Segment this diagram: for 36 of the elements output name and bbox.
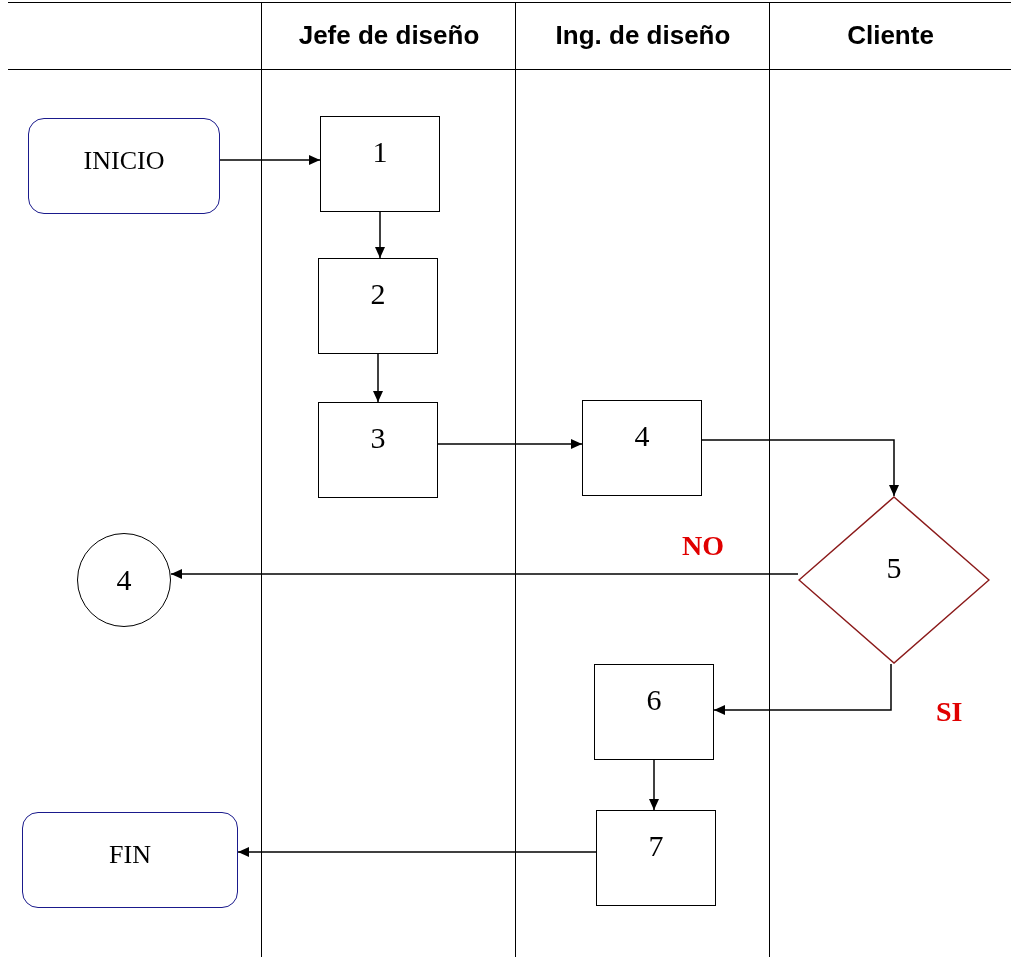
step-number: 5: [886, 551, 902, 585]
terminal-box: [22, 812, 238, 908]
arrow: [373, 353, 383, 403]
terminal-label: FIN: [109, 840, 151, 870]
arrow: [649, 759, 659, 811]
arrow: [237, 847, 597, 857]
terminal-label: INICIO: [83, 146, 165, 176]
decision-diamond: [798, 496, 990, 664]
process-box: [320, 116, 440, 212]
step-number: 7: [648, 829, 664, 863]
lane-heading: Jefe de diseño: [298, 19, 480, 51]
edge-label: NO: [682, 530, 724, 562]
arrow: [375, 211, 385, 259]
arrow: [713, 663, 892, 715]
step-number: 3: [370, 421, 386, 455]
process-box: [582, 400, 702, 496]
swimlane: [262, 2, 516, 957]
arrow: [437, 439, 583, 449]
terminal-box: [28, 118, 220, 214]
swimlane: [516, 2, 770, 957]
step-number: 4: [116, 563, 132, 597]
process-box: [318, 258, 438, 354]
lane-heading: Ing. de diseño: [555, 19, 731, 51]
step-number: 2: [370, 277, 386, 311]
arrow: [170, 569, 799, 579]
lane-heading: Cliente: [847, 19, 934, 51]
step-number: 4: [634, 419, 650, 453]
edge-label: SI: [936, 696, 963, 728]
arrow: [219, 155, 321, 165]
process-box: [318, 402, 438, 498]
step-number: 6: [646, 683, 662, 717]
step-number: 1: [372, 135, 388, 169]
process-box: [594, 664, 714, 760]
process-box: [596, 810, 716, 906]
swimlane: [8, 2, 262, 957]
arrow: [701, 439, 899, 497]
